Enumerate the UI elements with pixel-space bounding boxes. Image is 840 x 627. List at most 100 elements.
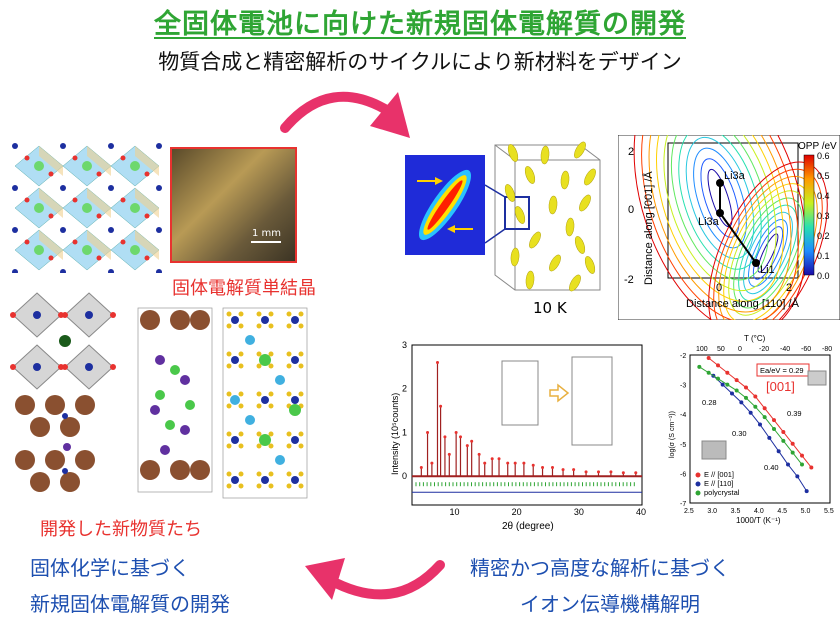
arr-point xyxy=(753,394,758,399)
xrd-point xyxy=(550,465,554,469)
arr-ytick: -7 xyxy=(680,501,686,508)
colorbar-tick: 0.1 xyxy=(817,251,830,261)
arr-energy-039: 0.39 xyxy=(787,409,802,418)
top-cycle-arrow xyxy=(280,91,395,133)
arr-point xyxy=(734,388,739,393)
xrd-point xyxy=(435,360,439,364)
right-summary-line-1: 精密かつ高度な解析に基づく xyxy=(470,556,730,580)
arr-top-tick: -40 xyxy=(780,346,790,353)
xrd-ytick: 0 xyxy=(402,471,407,481)
temperature-label: 10 K xyxy=(533,299,567,317)
xrd-ylabel: Intensity (10⁵counts) xyxy=(390,393,400,475)
site-label-li3a-top: Li3a xyxy=(724,170,746,182)
xrd-ytick: 1 xyxy=(402,427,407,437)
xrd-point xyxy=(483,461,487,465)
opp-ytick-neg2: -2 xyxy=(624,274,634,286)
opp-xtick-0: 0 xyxy=(716,282,722,294)
arr-xtick: 2.5 xyxy=(684,508,694,515)
arr-ytick: -6 xyxy=(680,471,686,478)
arr-point xyxy=(697,364,702,369)
xrd-xtick: 40 xyxy=(636,507,646,517)
xrd-point xyxy=(430,461,434,465)
arr-annotation-box: Ea/eV = 0.29 xyxy=(760,366,804,375)
xrd-point xyxy=(506,461,510,465)
xrd-point xyxy=(443,435,447,439)
arr-energy-030: 0.30 xyxy=(732,429,747,438)
xrd-point xyxy=(458,435,462,439)
arr-top-tick: 0 xyxy=(738,346,742,353)
structure-model-3 xyxy=(222,307,308,499)
arr-point xyxy=(781,438,786,443)
site-label-li1: Li1 xyxy=(760,264,775,276)
arr-xtick: 3.0 xyxy=(707,508,717,515)
arr-point xyxy=(762,406,767,411)
arr-xtick: 4.0 xyxy=(754,508,764,515)
arr-xtick: 5.5 xyxy=(824,508,834,515)
arr-point xyxy=(781,429,786,434)
arr-point xyxy=(744,395,748,400)
xrd-point xyxy=(513,461,517,465)
arr-point xyxy=(725,370,730,375)
xrd-point xyxy=(596,470,600,474)
arr-point xyxy=(786,462,790,467)
arr-top-axis-label: T (°C) xyxy=(744,334,766,343)
left-summary-line-2: 新規固体電解質の開発 xyxy=(30,592,230,616)
xrd-xtick: 20 xyxy=(512,507,522,517)
arr-point xyxy=(716,363,720,368)
arr-direction-label: [001] xyxy=(766,379,795,394)
xrd-point xyxy=(477,452,481,456)
arr-point xyxy=(767,435,772,440)
arr-point xyxy=(734,378,739,383)
arr-point xyxy=(739,400,744,405)
xrd-point xyxy=(490,457,494,461)
arr-top-tick: 100 xyxy=(696,346,708,353)
bottom-arrow-head xyxy=(305,558,345,600)
arr-point xyxy=(800,453,804,458)
xrd-point xyxy=(621,471,625,475)
opp-contour-map: Li3a Li3a Li1 2 0 -2 0 2 Distance along … xyxy=(618,135,840,320)
colorbar-tick: 0.4 xyxy=(817,191,830,201)
arr-point xyxy=(706,370,711,375)
arr-point xyxy=(809,465,814,470)
opp-ytick-2: 2 xyxy=(628,146,634,158)
arr-point xyxy=(762,415,767,420)
arr-xtick: 3.5 xyxy=(731,508,741,515)
xrd-xtick: 30 xyxy=(574,507,584,517)
xrd-point xyxy=(572,468,576,472)
arr-point xyxy=(706,355,711,360)
site-label-li3a-mid: Li3a xyxy=(698,216,720,228)
xrd-point xyxy=(497,457,501,461)
arr-ytick: -4 xyxy=(680,412,686,419)
opp-xlabel: Distance along [110] /Å xyxy=(686,297,800,310)
xrd-point xyxy=(541,465,545,469)
arr-point xyxy=(776,449,781,454)
colorbar-tick: 0.6 xyxy=(817,151,830,161)
arr-ytick: -3 xyxy=(680,383,686,390)
colorbar-title: OPP /eV xyxy=(798,141,837,152)
arr-top-tick: 50 xyxy=(717,346,725,353)
density-unit-cell xyxy=(485,141,601,292)
xrd-point xyxy=(470,439,474,443)
page-title: 全固体電池に向けた新規固体電解質の開発 xyxy=(154,9,686,40)
arr-ytick: -2 xyxy=(680,353,686,360)
arr-energy-040: 0.40 xyxy=(764,463,779,472)
top-arrow-head xyxy=(370,92,410,138)
structure-model-1 xyxy=(10,292,116,492)
xrd-point xyxy=(447,452,451,456)
arr-xtick: 4.5 xyxy=(777,508,787,515)
arr-point xyxy=(716,376,720,381)
colorbar-tick: 0.0 xyxy=(817,271,830,281)
arr-legend-entry: polycrystal xyxy=(704,488,740,497)
density-zoom-map xyxy=(405,155,485,255)
colorbar-tick: 0.5 xyxy=(817,171,830,181)
arr-ylabel: log(σ (S cm⁻¹)) xyxy=(669,411,676,458)
xrd-point xyxy=(531,463,535,467)
arr-point xyxy=(748,410,753,415)
arr-top-tick: -60 xyxy=(801,346,811,353)
right-summary-line-2: イオン伝導機構解明 xyxy=(520,592,700,616)
xrd-point xyxy=(634,471,638,475)
xrd-ytick: 3 xyxy=(402,340,407,350)
